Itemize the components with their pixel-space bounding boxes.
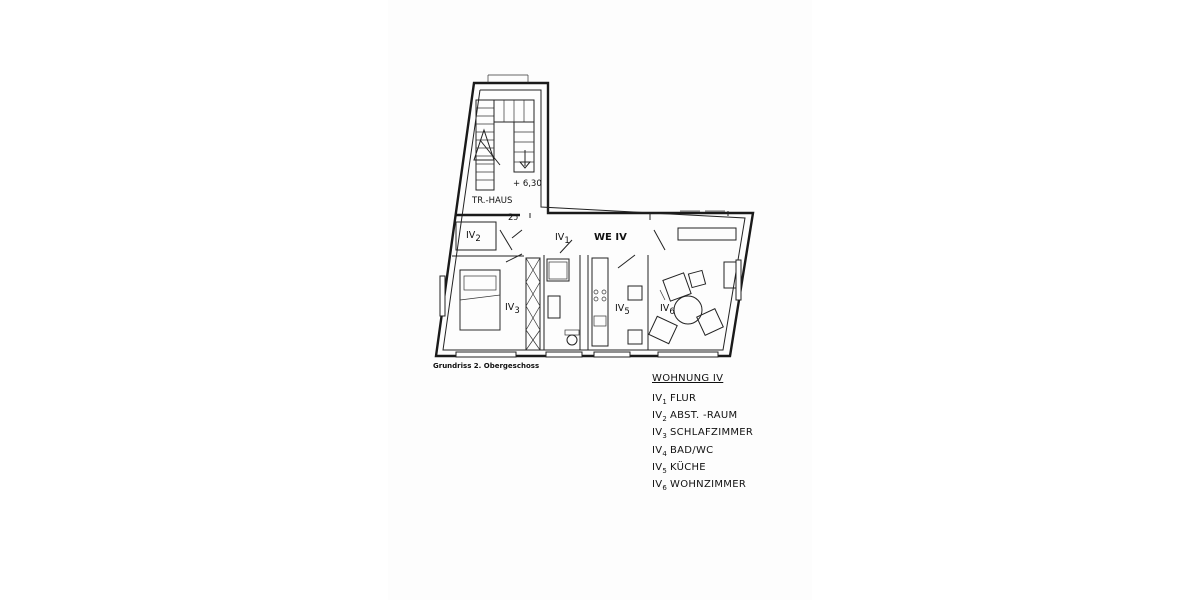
window: [439, 275, 446, 317]
legend-title: WOHNUNG IV: [652, 373, 724, 384]
room-label-storage: IV2: [466, 230, 481, 244]
window: [657, 351, 719, 358]
outer-wall: [434, 81, 755, 358]
room-bathroom: [543, 239, 581, 350]
window: [593, 351, 631, 358]
room-bedroom: [452, 253, 524, 331]
stair-symbol: 2ↄ: [508, 213, 518, 223]
unit-label: WE IV: [594, 232, 627, 243]
staircase: [473, 99, 535, 191]
window: [455, 351, 517, 358]
plan-caption: Grundriss 2. Obergeschoss: [433, 362, 539, 370]
window: [545, 351, 583, 358]
room-label-flur: IV1: [555, 232, 570, 246]
elevation-label: + 6,30: [513, 179, 542, 189]
wardrobe: [525, 257, 541, 351]
stair-label: TR.-HAUS: [471, 196, 512, 206]
outer-wall-inner-line: [442, 89, 746, 351]
window: [735, 259, 742, 301]
room-storage: [455, 221, 497, 251]
room-living: [648, 227, 737, 345]
room-label-kitchen: IV5: [615, 303, 630, 317]
room-label-living: IV6: [660, 303, 675, 317]
room-label-bedroom: IV3: [505, 302, 520, 316]
room-kitchen: [587, 254, 649, 350]
